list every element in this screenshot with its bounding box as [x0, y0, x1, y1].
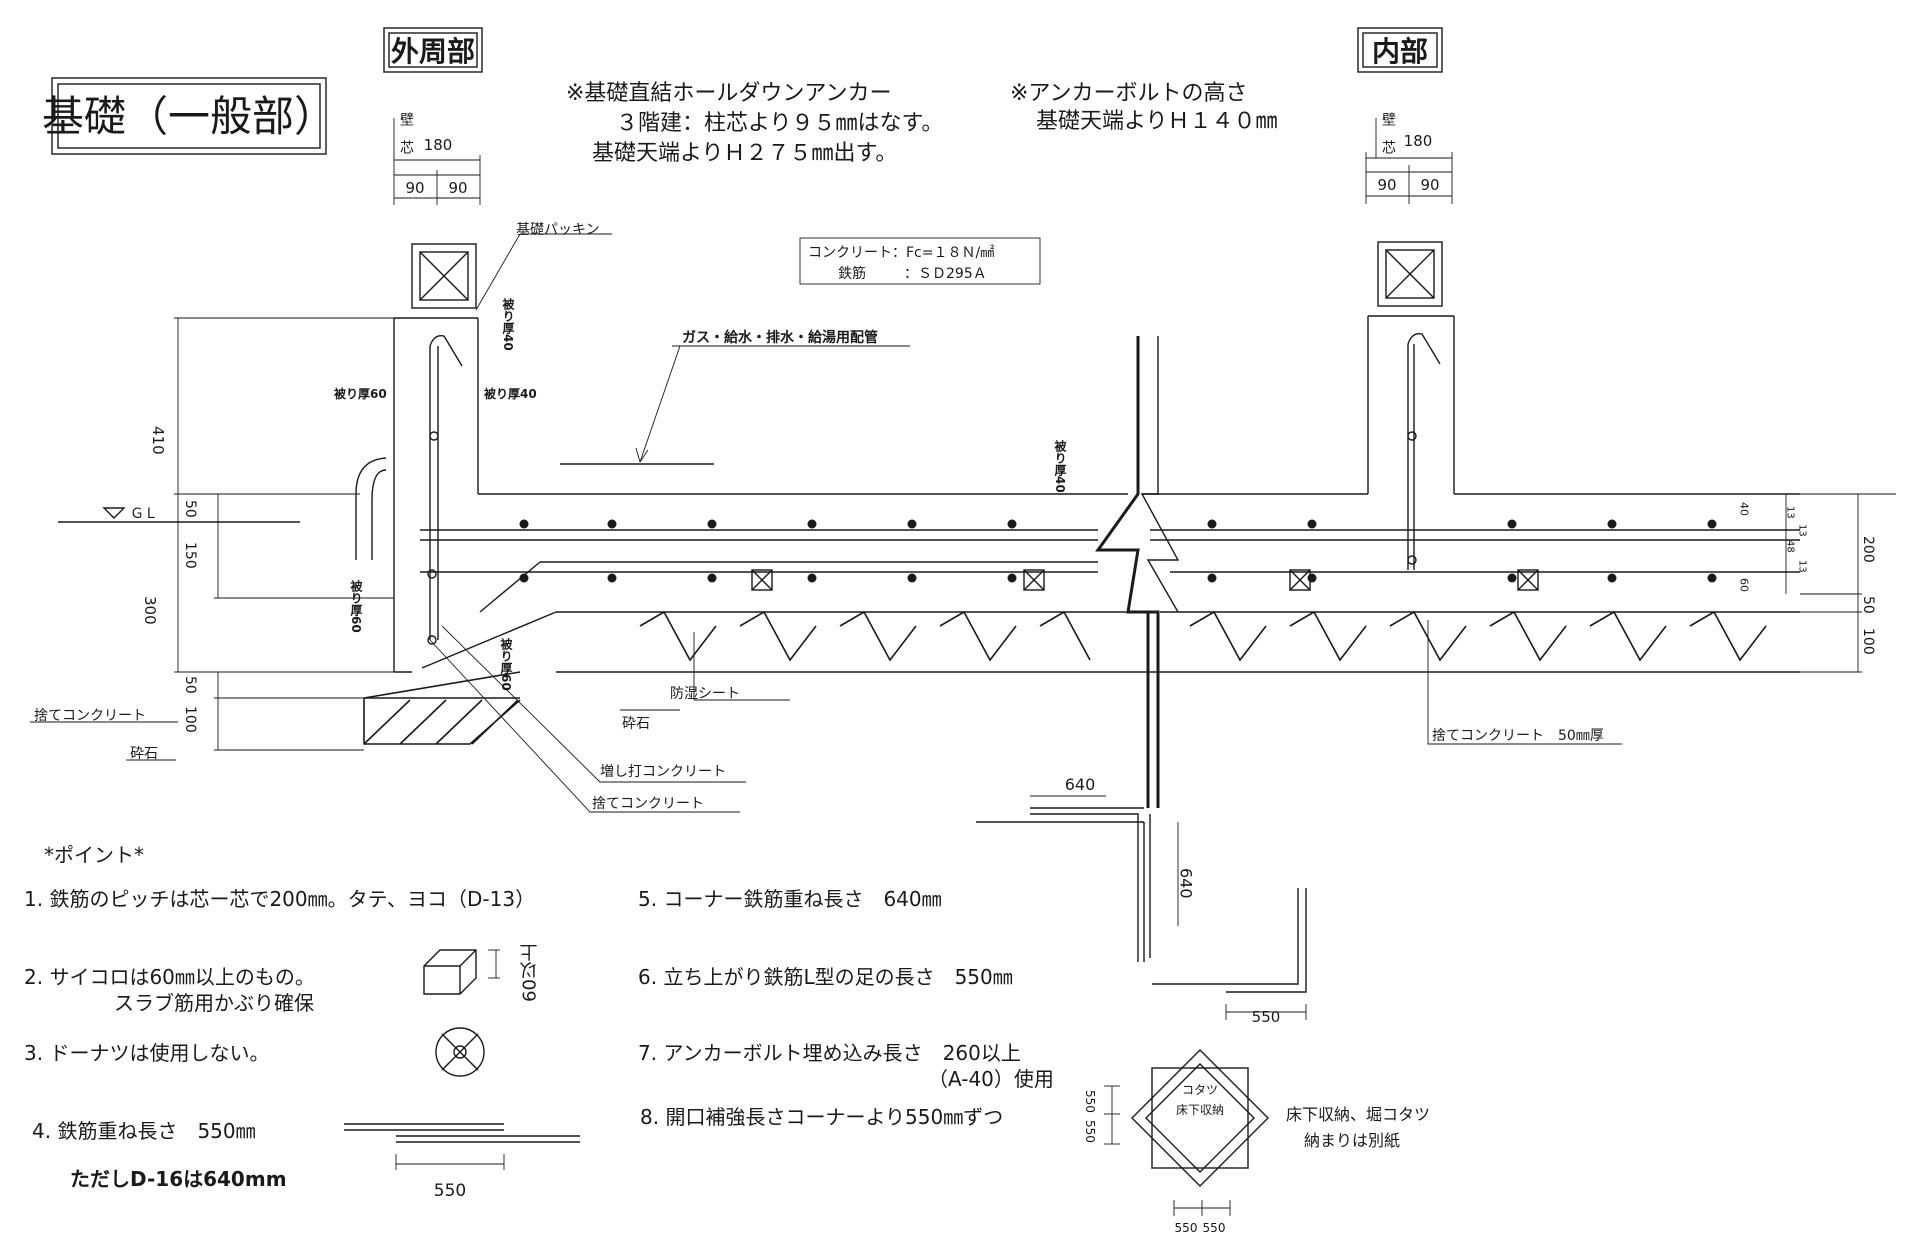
point-7b: （A-40）使用	[928, 1067, 1054, 1091]
point-2b: スラブ筋用かぶり確保	[114, 991, 314, 1015]
blinding-label-bottom: 捨てコンクリート	[592, 795, 704, 812]
spacer-block-icon: 60以上	[423, 943, 541, 1002]
cover-60-slope: 被り厚60	[499, 637, 513, 691]
open-dim-550-c: 550	[1175, 1221, 1198, 1235]
lap-splice-diagram: 550	[344, 1123, 580, 1201]
dim-300: 300	[141, 596, 159, 625]
open-dim-550-d: 550	[1203, 1221, 1226, 1235]
bolt-note-2: 基礎天端よりＨ１４０㎜	[1036, 109, 1278, 134]
open-dim-550-a: 550	[1083, 1090, 1097, 1113]
slab	[394, 493, 1800, 673]
inner-dim-180: 180	[1404, 132, 1433, 150]
inner-stem-wall	[1367, 315, 1455, 570]
open-dim-550-b: 550	[1083, 1120, 1097, 1143]
outer-stem-wall	[355, 317, 479, 672]
rebar-spec-label: 鉄筋	[838, 265, 866, 282]
dim-13-a: 13	[1785, 506, 1796, 519]
point-2a: 2. サイコロは60㎜以上のもの。	[24, 965, 315, 989]
break-line	[1095, 336, 1180, 808]
cover-40-slab: 被り厚40	[1053, 439, 1067, 493]
dim-150: 150	[182, 542, 198, 569]
inner-wall-center-dims: 壁 芯 180 90 90	[1365, 112, 1453, 204]
lbar-dim-550: 550	[1252, 1008, 1281, 1026]
point-6: 6. 立ち上がり鉄筋L型の足の長さ 550㎜	[638, 965, 1013, 989]
gravel-hatching	[363, 610, 1800, 745]
point-3: 3. ドーナツは使用しない。	[24, 1041, 269, 1065]
outer-wall-center-label: 壁 芯	[398, 112, 414, 154]
extra-concrete-label: 増し打コンクリート	[600, 763, 726, 780]
moisture-label: 防湿シート	[670, 686, 740, 702]
cover-60-footing: 被り厚60	[349, 579, 363, 633]
outer-wall-center-dims: 壁 芯 180 90 90	[393, 112, 481, 205]
concrete-spec: コンクリート：Fc=１８Ｎ/㎟	[808, 245, 994, 261]
outer-title-box: 外周部	[383, 27, 483, 73]
storage-note-2: 納まりは別紙	[1304, 1131, 1400, 1150]
dim-13-c: 13	[1797, 560, 1808, 573]
dim-100-right: 100	[1860, 628, 1876, 655]
anchor-note-1: ※基礎直結ホールダウンアンカー	[566, 81, 892, 106]
storage-note-1: 床下収納、堀コタツ	[1286, 1105, 1430, 1124]
dim-50-right: 50	[1860, 596, 1876, 614]
gravel-label-center: 砕石	[622, 716, 650, 732]
cover-40-right: 被り厚40	[484, 386, 537, 401]
dim-40-right: 40	[1738, 502, 1751, 516]
point-1: 1. 鉄筋のピッチは芯ー芯で200㎜。タテ、ヨコ（D-13）	[24, 887, 535, 911]
point-8: 8. 開口補強長さコーナーより550㎜ずつ	[640, 1105, 1003, 1129]
point-7a: 7. アンカーボルト埋め込み長さ 260以上	[638, 1041, 1021, 1065]
inner-dim-90b: 90	[1420, 176, 1439, 194]
dim-50-top: 50	[182, 500, 198, 518]
section-title: 基礎（一般部）	[42, 92, 336, 141]
material-spec-box: コンクリート：Fc=１８Ｎ/㎟ 鉄筋 ：ＳＤ295Ａ	[799, 237, 1041, 285]
inner-packing	[1377, 241, 1443, 307]
corner-dim-640-v: 640	[1177, 868, 1196, 899]
donut-spacer-icon	[435, 1027, 485, 1077]
kotatsu-label: コタツ	[1182, 1083, 1218, 1097]
anchor-note-3: 基礎天端よりＨ２７５㎜出す。	[592, 141, 897, 166]
gl-label: ＧＬ	[130, 506, 158, 522]
corner-dim-640-h: 640	[1065, 775, 1096, 794]
cover-40-top: 被り厚40	[501, 297, 515, 351]
point-5: 5. コーナー鉄筋重ね長さ 640㎜	[638, 887, 942, 911]
storage-label: 床下収納	[1176, 1103, 1224, 1117]
dim-13-b: 13	[1797, 524, 1808, 537]
left-dimensions: 410 50 150 300 50 100	[141, 317, 394, 751]
outer-packing	[411, 243, 477, 309]
dim-50-bottom: 50	[182, 676, 198, 694]
outer-dim-180: 180	[424, 136, 453, 154]
gravel-label-left: 砕石	[130, 746, 158, 762]
blinding-label-left: 捨てコンクリート	[34, 707, 146, 724]
dim-410: 410	[149, 426, 167, 455]
dim-48: 48	[1785, 540, 1796, 553]
anchor-note-2: ３階建：柱芯より９５㎜はなす。	[616, 111, 943, 136]
cover-60-left: 被り厚60	[334, 386, 387, 401]
dim-100: 100	[182, 706, 198, 733]
right-dimensions: 200 50 100 40 13 48 13 13 60	[1738, 494, 1876, 673]
section-title-box: 基礎（一般部）	[42, 77, 336, 155]
dim-200: 200	[1860, 536, 1876, 563]
outer-dim-90b: 90	[448, 179, 467, 197]
opening-reinforcement-diagram: コタツ 床下収納 550 550 550 550	[1083, 1049, 1269, 1235]
dim-60-right: 60	[1738, 578, 1751, 592]
inner-title-box: 内部	[1357, 27, 1443, 73]
point-4: 4. 鉄筋重ね長さ 550㎜	[32, 1119, 256, 1143]
corner-lap-diagram: 640 640	[976, 775, 1196, 962]
pipe-label: ガス・給水・排水・給湯用配管	[682, 329, 878, 346]
outer-title: 外周部	[391, 35, 475, 68]
inner-dim-90a: 90	[1377, 176, 1396, 194]
lap-dim-550: 550	[434, 1181, 466, 1201]
rebar-spec-value: ：ＳＤ295Ａ	[904, 266, 987, 282]
outer-dim-90a: 90	[405, 179, 424, 197]
bolt-note-1: ※アンカーボルトの高さ	[1010, 81, 1248, 106]
point-4b: ただしD-16は640mm	[70, 1167, 287, 1191]
l-bar-diagram: 550	[1152, 888, 1307, 1026]
inner-wall-center-label: 壁 芯	[1380, 112, 1396, 154]
blinding-50-label: 捨てコンクリート 50㎜厚	[1432, 727, 1604, 744]
packing-label: 基礎パッキン	[516, 221, 600, 238]
spacer-size-tag: 60以上	[520, 943, 541, 1002]
inner-title: 内部	[1372, 35, 1428, 68]
points-heading: *ポイント*	[44, 843, 144, 867]
